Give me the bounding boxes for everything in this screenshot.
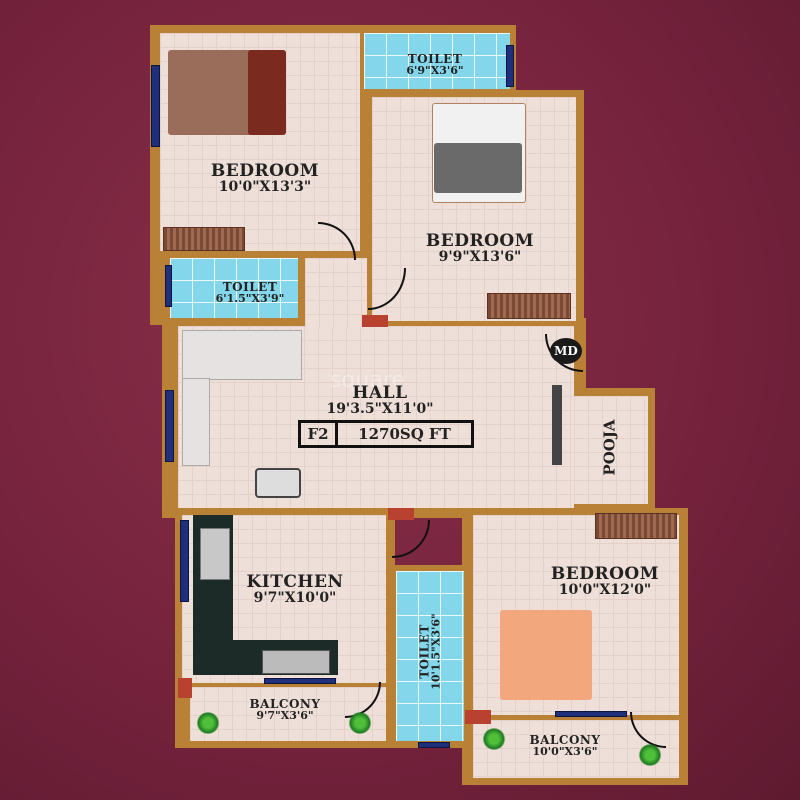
room-name: HALL — [352, 383, 408, 403]
area-value: 1270SQ FT — [358, 425, 451, 443]
room-name: BALCONY — [529, 733, 601, 747]
passage — [305, 258, 367, 328]
room-name: KITCHEN — [246, 572, 344, 592]
room-name: BEDROOM — [210, 161, 320, 181]
label-toilet2: TOILET 6'1.5"X3'9" — [200, 281, 300, 304]
sofa-icon — [182, 330, 302, 380]
room-name: TOILET — [222, 280, 278, 294]
room-dim: 9'7"X10'0" — [253, 590, 337, 606]
wardrobe-icon — [595, 513, 677, 539]
plant-icon — [348, 712, 372, 734]
plant-icon — [482, 728, 506, 750]
room-dim: 19'3.5"X11'0" — [326, 401, 434, 417]
bed-icon — [500, 610, 592, 700]
window — [165, 265, 172, 307]
window — [151, 65, 160, 147]
room-name: BEDROOM — [425, 231, 535, 251]
label-bedroom2: BEDROOM 9'9"X13'6" — [400, 231, 560, 265]
label-pooja: POOJA — [600, 419, 619, 476]
room-name: BEDROOM — [550, 564, 660, 584]
dining-table-icon — [255, 468, 301, 498]
pier — [362, 315, 388, 327]
window — [418, 742, 450, 748]
room-dim: 9'7"X3'6" — [256, 709, 314, 722]
label-bedroom3: BEDROOM 10'0"X12'0" — [525, 564, 685, 598]
label-bedroom1: BEDROOM 10'0"X13'3" — [180, 161, 350, 195]
wardrobe-icon — [487, 293, 571, 319]
sofa-side-icon — [182, 378, 210, 466]
room-name: BALCONY — [249, 697, 321, 711]
door-bedroom3[interactable] — [392, 520, 430, 558]
flat-id: F2 — [301, 423, 338, 445]
label-kitchen: KITCHEN 9'7"X10'0" — [230, 572, 360, 606]
watermark: square — [330, 368, 405, 393]
bed-runner-icon — [248, 50, 286, 135]
label-toilet1: TOILET 6'9"X3'6" — [385, 53, 485, 76]
pier — [178, 678, 192, 698]
label-balcony2: BALCONY 10'0"X3'6" — [510, 734, 620, 757]
window — [165, 390, 174, 462]
bed-sheet-icon — [434, 143, 522, 193]
wardrobe-icon — [163, 227, 245, 251]
plant-icon — [638, 744, 662, 766]
room-dim: 10'0"X13'3" — [218, 179, 312, 195]
room-dim: 6'1.5"X3'9" — [215, 292, 285, 305]
tv-icon — [552, 385, 562, 465]
room-dim: 10'1.5"X3'6" — [429, 613, 443, 690]
room-name: TOILET — [407, 52, 463, 66]
pooja-room — [574, 396, 648, 504]
window — [264, 678, 336, 684]
room-dim: 10'0"X12'0" — [558, 582, 652, 598]
sink-icon — [200, 528, 230, 580]
label-toilet3: TOILET 10'1.5"X3'6" — [418, 602, 443, 702]
plant-icon — [196, 712, 220, 734]
room-dim: 10'0"X3'6" — [532, 745, 598, 758]
stove-icon — [262, 650, 330, 674]
toilet3 — [396, 571, 464, 741]
toilet1 — [364, 33, 510, 89]
pier — [388, 508, 414, 520]
balcony2 — [473, 720, 679, 778]
area-box: F2 1270SQ FT — [298, 420, 474, 448]
pier — [465, 710, 491, 724]
window — [555, 711, 627, 717]
toilet2 — [170, 258, 298, 318]
room-dim: 9'9"X13'6" — [438, 249, 522, 265]
room-dim: 6'9"X3'6" — [406, 64, 464, 77]
main-door-label: MD — [550, 338, 582, 364]
label-balcony1: BALCONY 9'7"X3'6" — [230, 698, 340, 721]
window — [506, 45, 514, 87]
label-hall: HALL 19'3.5"X11'0" — [300, 383, 460, 417]
window — [180, 520, 189, 602]
